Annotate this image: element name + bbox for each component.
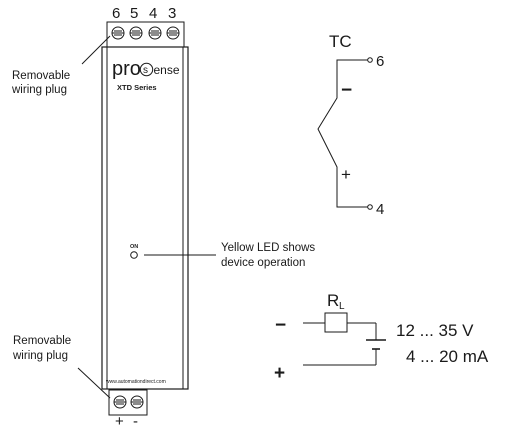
website-label: www.automationdirect.com (106, 379, 166, 385)
svg-text:device operation: device operation (221, 257, 305, 269)
svg-text:Removable: Removable (12, 70, 70, 82)
callout-led: Yellow LED shows device operation (144, 242, 315, 269)
svg-text:wiring plug: wiring plug (11, 84, 67, 96)
led-tag: ON (130, 244, 138, 250)
bottom-screw-terminals (113, 395, 144, 409)
loop-plus: + (274, 363, 285, 384)
terminal-label-minus: - (133, 413, 138, 427)
tc-terminal-6: 6 (376, 53, 384, 70)
svg-text:wiring plug: wiring plug (12, 350, 68, 362)
callout-bottom-plug: Removable wiring plug (12, 335, 111, 399)
tc-plus: + (341, 165, 351, 184)
terminal-label-plus: + (115, 413, 124, 427)
tc-wire (317, 59, 368, 208)
thermocouple-title: TC (329, 32, 352, 51)
terminal-label-5: 5 (130, 5, 138, 22)
supply-voltage: 12 ... 35 V (396, 321, 474, 340)
brand-logo-ense: ense (154, 63, 180, 77)
module-housing (101, 46, 189, 390)
series-label: XTD Series (117, 83, 157, 92)
brand-logo-s: s (143, 65, 148, 76)
svg-text:Yellow LED shows: Yellow LED shows (221, 242, 315, 254)
terminal-label-4: 4 (149, 5, 157, 22)
callout-top-plug: Removable wiring plug (11, 35, 111, 96)
load-resistor (324, 312, 348, 333)
resistor-label: R (327, 291, 339, 310)
terminal-label-3: 3 (168, 5, 176, 22)
xtd-module: 6 5 4 3 pro s ense XTD Series ON www.aut… (101, 5, 189, 430)
tc-terminal-4: 4 (376, 201, 384, 218)
top-screw-terminals (111, 26, 180, 40)
terminal-label-6: 6 (112, 5, 120, 22)
thermocouple-diagram: TC 6 4 − + (317, 32, 384, 218)
status-led (130, 251, 138, 259)
tc-minus: − (341, 80, 352, 101)
current-loop-diagram: − R L + 12 ... 35 V 4 ... 20 mA (274, 291, 489, 384)
loop-minus: − (275, 315, 286, 336)
resistor-sub: L (339, 301, 345, 312)
brand-logo-pro: pro (112, 58, 141, 80)
brand-logo-s-circle (139, 62, 154, 77)
loop-current: 4 ... 20 mA (406, 347, 489, 366)
svg-text:Removable: Removable (13, 335, 71, 347)
